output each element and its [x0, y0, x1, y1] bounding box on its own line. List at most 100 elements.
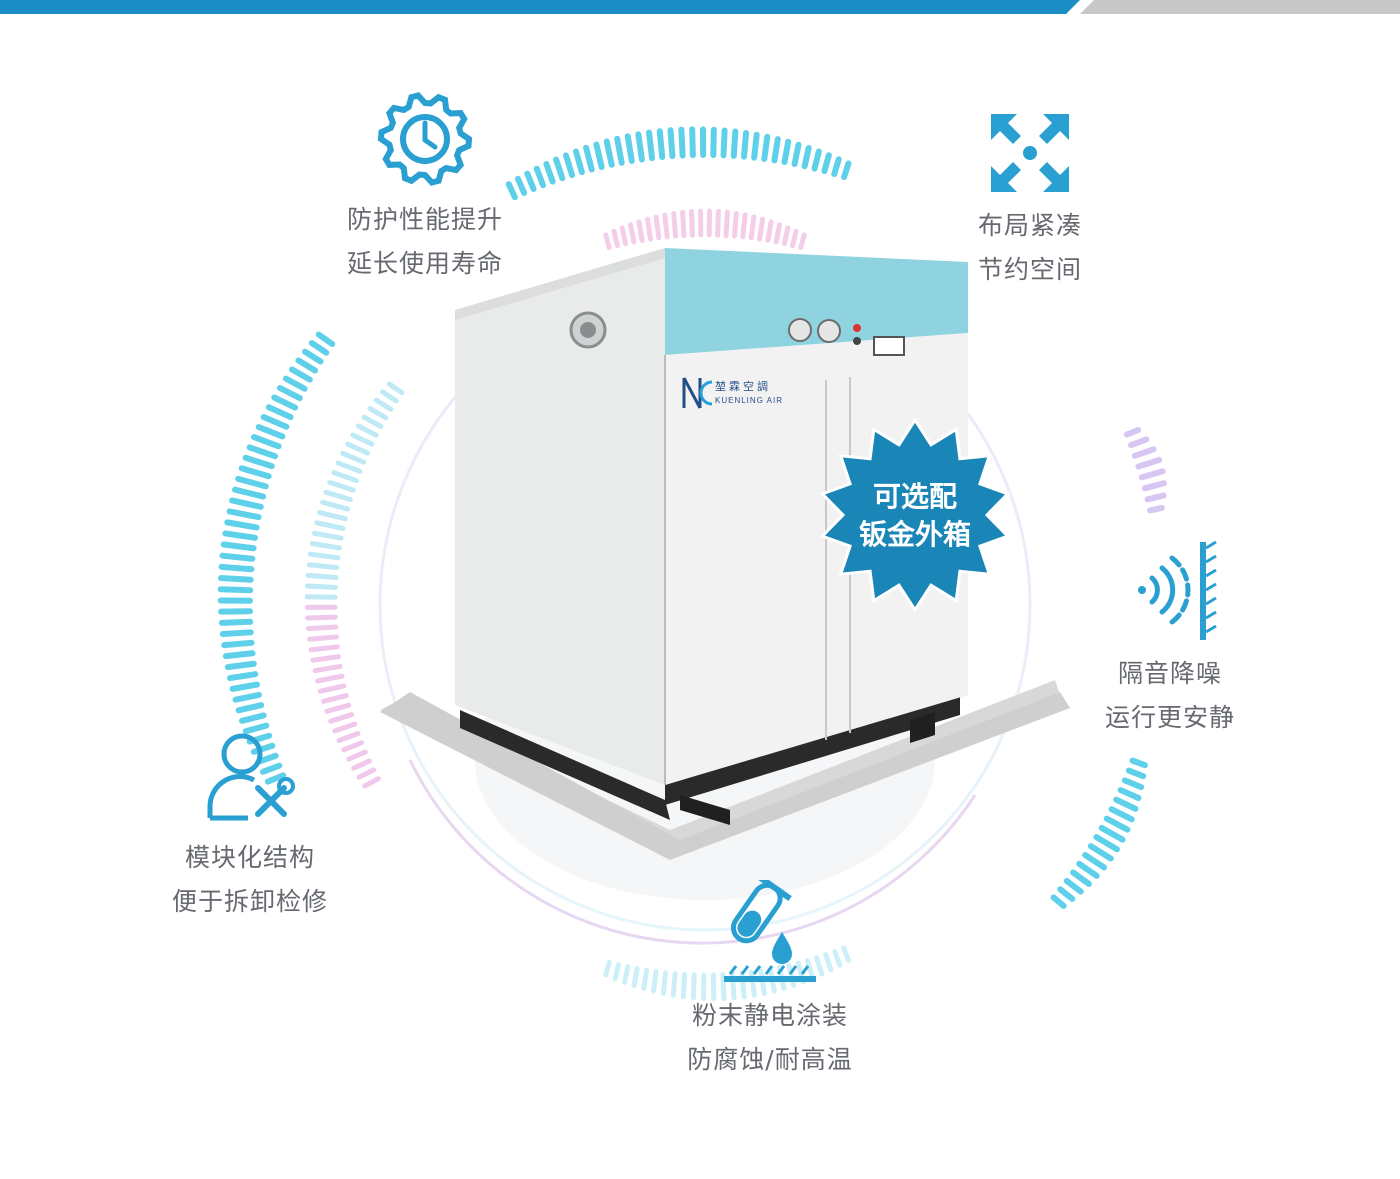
feature-protection-line1: 防护性能提升 [346, 205, 503, 234]
ring-tick [751, 131, 760, 161]
ring-tick [1138, 468, 1166, 481]
ring-tick [740, 212, 748, 240]
ring-tick [689, 208, 695, 238]
feature-compact-line1: 布局紧凑 [977, 211, 1082, 240]
ring-tick [235, 702, 265, 714]
ring-tick [641, 967, 650, 992]
ring-tick [572, 148, 585, 176]
ring-tick [1129, 757, 1148, 769]
ring-tick [611, 228, 620, 249]
ring-tick [331, 470, 360, 484]
ring-tick [386, 381, 405, 396]
feature-protection: 防护性能提升 延长使用寿命 [320, 90, 530, 286]
ring-tick [603, 138, 615, 168]
ring-tick [265, 404, 294, 421]
ring-tick [1050, 894, 1067, 909]
ring-tick [1113, 796, 1139, 812]
user-wrench-icon [207, 733, 295, 821]
ring-tick [771, 136, 781, 164]
ring-tick [340, 450, 367, 465]
ring-tick [790, 228, 799, 249]
feature-compact-line2: 节约空间 [977, 255, 1082, 284]
feature-coating: 粉末静电涂装 防腐蚀/耐高温 [660, 880, 880, 1082]
ring-tick [335, 460, 363, 474]
ring-tick [239, 712, 267, 724]
ring-tick [222, 530, 258, 541]
ring-tick [251, 434, 282, 450]
ring-tick [332, 721, 358, 734]
ring-tick [224, 519, 260, 531]
ring-tick [814, 955, 825, 977]
ring-tick [255, 423, 286, 440]
brand-name-cn: 堃霖空調 [715, 380, 771, 393]
brand-logo [682, 377, 713, 409]
ring-tick [320, 499, 351, 512]
ring-tick [811, 148, 822, 172]
ring-tick [311, 530, 344, 541]
ring-tick [1108, 806, 1135, 823]
feature-module: 模块化结构 便于拆卸检修 [145, 730, 355, 924]
ring-tick [1093, 834, 1120, 853]
ring-tick [323, 489, 353, 503]
ring-tick [232, 486, 267, 500]
ring-tick [219, 629, 254, 637]
ring-tick [773, 222, 783, 245]
ring-tick [361, 414, 384, 429]
ring-tick [731, 210, 739, 239]
ring-tick [678, 126, 686, 159]
ring-tick [765, 219, 774, 243]
feature-compact: 布局紧凑 节约空间 [930, 112, 1130, 292]
ring-tick [246, 444, 279, 460]
ring-tick [304, 594, 338, 600]
top-banner [0, 0, 1400, 16]
ring-tick [670, 971, 678, 998]
ring-tick [614, 135, 625, 166]
ring-tick [804, 958, 816, 981]
ring-tick [781, 225, 791, 247]
ring-tick [260, 414, 290, 430]
ring-tick [758, 968, 767, 996]
ring-tick [644, 216, 653, 242]
ring-tick [218, 563, 255, 573]
ring-tick [315, 673, 345, 684]
ring-tick [653, 214, 662, 241]
ring-tick [1121, 777, 1145, 791]
ring-tick [680, 209, 687, 239]
ring-tick [1103, 815, 1131, 833]
ring-tick [341, 740, 365, 753]
ring-tick [307, 551, 341, 561]
inner-ring-arc [408, 759, 977, 945]
ring-tick [1076, 860, 1100, 879]
ring-tick [218, 618, 254, 626]
ring-tick [662, 212, 670, 240]
ring-tick [1117, 787, 1142, 802]
feature-protection-line2: 延长使用寿命 [346, 249, 503, 278]
ring-tick [221, 639, 255, 649]
ring-tick [689, 126, 696, 159]
top-bar-grey [1080, 0, 1400, 14]
ring-tick [841, 945, 852, 963]
ring-tick [798, 232, 807, 251]
ring-tick [603, 959, 612, 978]
ring-tick [306, 562, 340, 571]
ring-tick [831, 156, 842, 177]
ring-tick [635, 131, 645, 163]
feature-noise-line2: 运行更安静 [1104, 703, 1235, 732]
ring-tick [841, 160, 852, 181]
ring-tick [312, 663, 343, 674]
ring-tick [533, 165, 547, 189]
ring-tick [723, 209, 730, 239]
ring-tick [242, 454, 275, 470]
ring-tick [308, 644, 340, 653]
ring-tick [380, 389, 399, 404]
ring-tick [690, 972, 697, 1001]
ring-tick [373, 397, 394, 412]
ring-tick [748, 214, 757, 241]
cabinet-drawing [380, 248, 1070, 860]
ring-tick [740, 129, 750, 160]
feature-module-line1: 模块化结构 [184, 843, 315, 872]
ring-tick [250, 742, 276, 755]
ring-tick [355, 423, 379, 438]
ring-tick [524, 170, 537, 192]
